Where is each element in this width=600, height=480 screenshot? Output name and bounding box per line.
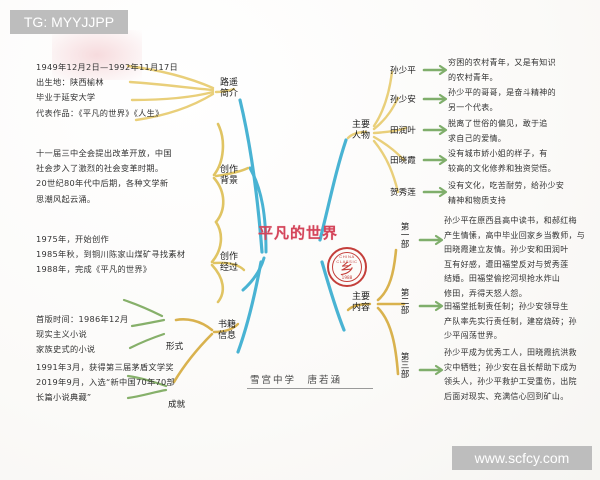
character-desc-hexiulian: 没有文化，吃苦耐劳，给孙少安 精神和物质支持 [448, 181, 565, 205]
site-url-watermark: www.scfcy.com [452, 446, 592, 470]
branch-label-main-content[interactable]: 主要 内容 [351, 292, 370, 313]
branch-label-biography[interactable]: 路遥 简介 [219, 78, 238, 99]
character-name-hexiulian[interactable]: 贺秀莲 [390, 188, 416, 198]
seal-arc-text: CHINA CLASSIC [336, 253, 358, 264]
content-part-three-label[interactable]: 第三部 [399, 352, 409, 378]
character-name-sunshaoping[interactable]: 孙少平 [390, 66, 416, 76]
seal-year: 1988 [341, 275, 353, 280]
character-name-tianrunye[interactable]: 田润叶 [390, 126, 416, 136]
telegram-watermark: TG: MYYJJPP [10, 10, 128, 34]
character-name-sunshaoan[interactable]: 孙少安 [390, 95, 416, 105]
character-desc-tianxiaoxia: 没有城市娇小姐的样子，有 较高的文化修养和独资觉悟。 [448, 149, 556, 173]
character-desc-tianrunye: 脱离了世俗的偏见，敢于追 求自己的爱情。 [448, 119, 548, 143]
branch-label-main-characters[interactable]: 主要 人物 [351, 120, 370, 141]
branch-content-background: 十一届三中全会提出改革开放，中国 社会步入了激烈的社会变革时期。 20世纪80年… [36, 148, 172, 204]
branch-content-biography: 1949年12月2日—1992年11月17日 出生地：陕西榆林 毕业于延安大学 … [36, 62, 179, 118]
center-title: 平凡的世界 [258, 224, 339, 242]
branch-label-background[interactable]: 创作 背景 [219, 165, 238, 186]
seal-glyph: 乡 [339, 260, 355, 278]
sub-content-form: 首版时间：1986年12月 现实主义小说 家族史式的小说 [36, 314, 129, 355]
character-desc-sunshaoping: 穷困的农村青年，又是有知识 的农村青年。 [448, 58, 556, 82]
sub-label-form[interactable]: 形式 [166, 342, 184, 352]
seal-inner-ring [332, 252, 362, 282]
content-part-two-desc: 田福堂抵制责任制；孙少安领导生 产队率先实行责任制，建窑烧砖；孙 少平闯荡世界。 [444, 302, 577, 341]
sub-content-achievements: 1991年3月，获得第三届茅盾文学奖 2019年9月，入选“新中国70年70部 … [36, 362, 175, 403]
branch-label-book-info[interactable]: 书籍 信息 [217, 320, 236, 341]
signature-underline [247, 388, 373, 389]
content-part-three-desc: 孙少平成为优秀工人，田晓霞抗洪救 灾中牺牲；孙少安在县长帮助下成为 领头人，孙少… [444, 348, 577, 401]
character-desc-sunshaoan: 孙少平的哥哥，是奋斗精神的 另一个代表。 [448, 88, 556, 112]
branch-content-process: 1975年，开始创作 1985年秋，到铜川陈家山煤矿寻找素材 1988年，完成《… [36, 234, 186, 275]
branch-label-process[interactable]: 创作 经过 [219, 252, 238, 273]
red-seal-stamp: CHINA CLASSIC 乡 1988 [327, 247, 367, 287]
paper-stain [52, 30, 142, 80]
sub-label-achievements[interactable]: 成就 [168, 400, 186, 410]
content-part-one-label[interactable]: 第一部 [399, 222, 409, 248]
content-part-one-desc: 孙少平在原西县高中读书，和郝红梅 产生情愫，高中毕业回家乡当教师，与 田晓霞建立… [444, 216, 586, 298]
author-signature: 雪宫中学 唐若涵 [250, 375, 343, 386]
content-part-two-label[interactable]: 第二部 [399, 288, 409, 314]
character-name-tianxiaoxia[interactable]: 田晓霞 [390, 156, 416, 166]
